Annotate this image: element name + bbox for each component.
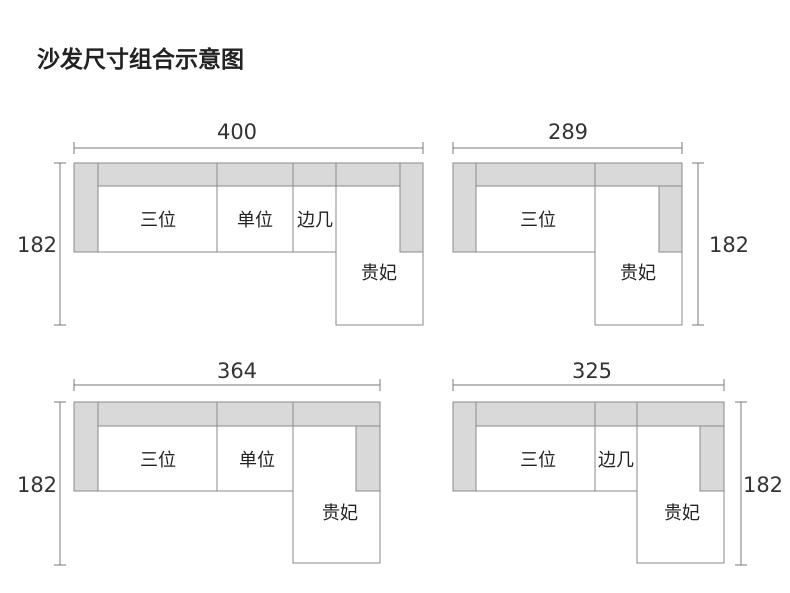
left-armrest (73, 401, 99, 492)
seat-single (216, 185, 294, 253)
sofa-diagram-2: 289 182 三位 贵妃 (452, 120, 749, 326)
width-dimension: 325 (452, 359, 725, 391)
sofa-diagram-4: 325 182 三位 边几 贵妃 (452, 359, 783, 566)
height-label: 182 (709, 233, 749, 257)
right-armrest (399, 162, 424, 253)
right-armrest (355, 425, 381, 492)
seat-three (97, 425, 218, 492)
width-label: 400 (217, 120, 257, 144)
backrest (475, 401, 725, 427)
seat-single (216, 425, 294, 492)
seat-label: 单位 (237, 210, 273, 231)
chaise (292, 425, 381, 564)
height-label: 182 (17, 473, 57, 497)
seat-label: 单位 (239, 450, 275, 471)
width-label: 289 (548, 120, 588, 144)
seat-three (97, 185, 218, 253)
backrest (97, 162, 401, 187)
left-armrest (452, 162, 477, 253)
right-armrest (658, 185, 683, 253)
sofa-diagram-1: 400 182 三位 单位 边几 贵妃 (17, 120, 424, 326)
seat-label: 贵妃 (664, 503, 700, 524)
right-armrest (699, 425, 725, 492)
height-label: 182 (743, 473, 783, 497)
width-label: 325 (572, 359, 612, 383)
height-dimension: 182 (735, 401, 783, 566)
left-armrest (73, 162, 99, 253)
seat-label: 三位 (140, 450, 176, 471)
sofa-diagram-3: 364 182 三位 单位 贵妃 (17, 359, 381, 566)
seat-label: 边几 (297, 210, 333, 231)
page-title: 沙发尺寸组合示意图 (37, 46, 244, 73)
backrest (97, 401, 381, 427)
chaise (594, 185, 683, 326)
side-table (292, 185, 337, 253)
seat-label: 三位 (140, 210, 176, 231)
height-dimension: 182 (692, 162, 749, 326)
width-dimension: 289 (452, 120, 683, 154)
seat-label: 贵妃 (322, 503, 358, 524)
height-label: 182 (17, 233, 57, 257)
left-armrest (452, 401, 477, 492)
width-dimension: 400 (73, 120, 424, 154)
seat-label: 三位 (520, 450, 556, 471)
height-dimension: 182 (17, 162, 66, 326)
chaise (636, 425, 725, 564)
seat-label: 贵妃 (361, 263, 397, 284)
seat-label: 三位 (520, 210, 556, 231)
seat-label: 边几 (598, 450, 634, 471)
seat-three (475, 425, 596, 492)
side-table (594, 425, 638, 492)
seat-label: 贵妃 (620, 263, 656, 284)
width-dimension: 364 (73, 359, 381, 391)
chaise (335, 185, 424, 326)
backrest (475, 162, 683, 187)
width-label: 364 (217, 359, 257, 383)
height-dimension: 182 (17, 401, 66, 566)
